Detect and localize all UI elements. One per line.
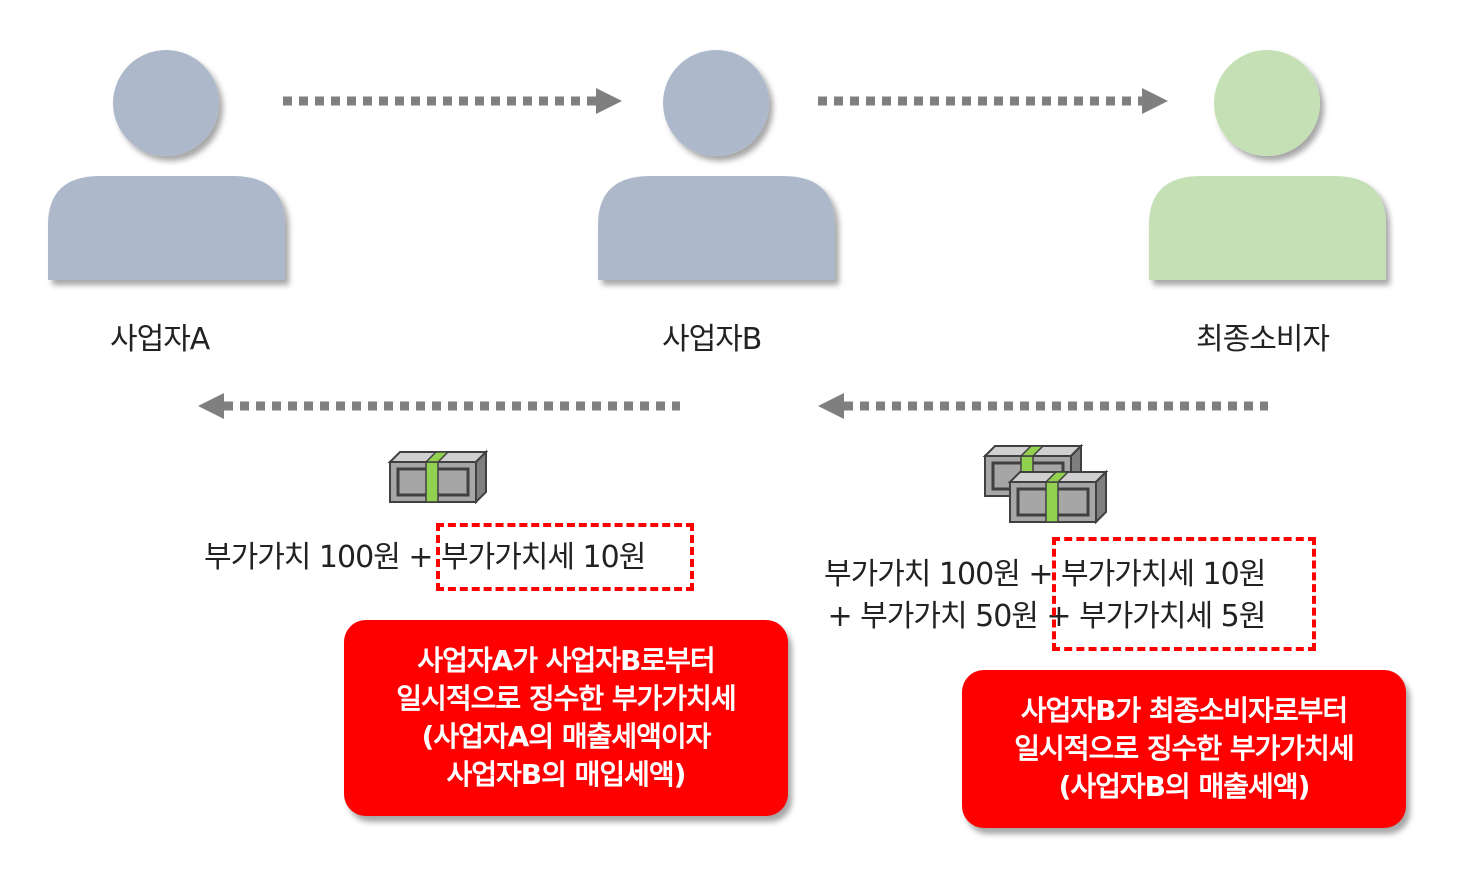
- person-icon: [1149, 50, 1386, 280]
- arrow-left-icon: [818, 393, 1268, 419]
- arrow-right-icon: [283, 88, 622, 114]
- callout-box-b: 사업자B가 최종소비자로부터 일시적으로 징수한 부가가치세 (사업자B의 매출…: [962, 670, 1406, 828]
- callout-line: 사업자B가 최종소비자로부터: [1020, 694, 1348, 727]
- callout-line: 일시적으로 징수한 부가가치세: [396, 682, 736, 715]
- actor-label-business-b: 사업자B: [662, 322, 762, 357]
- payment-text-line: 부가가치 100원 + 부가가치세 10원: [824, 557, 1266, 592]
- payment-text-line: 부가가치 100원 + 부가가치세 10원: [204, 540, 646, 575]
- callout-line: 사업자A가 사업자B로부터: [417, 644, 715, 677]
- payment-text-b: 부가가치 100원 + 부가가치세 10원 + 부가가치 50원 + 부가가치세…: [824, 554, 1267, 638]
- person-icon: [598, 50, 835, 280]
- arrow-right-icon: [818, 88, 1168, 114]
- actor-label-final-consumer: 최종소비자: [1196, 322, 1330, 357]
- payment-text-line: + 부가가치 50원 + 부가가치세 5원: [827, 599, 1267, 634]
- money-bundle-icon: [1007, 469, 1109, 525]
- callout-line: (사업자A의 매출세액이자: [421, 720, 712, 753]
- vat-highlight-box-a: [436, 523, 694, 591]
- vat-highlight-box-b: [1052, 537, 1316, 651]
- actor-label-business-a: 사업자A: [110, 322, 210, 357]
- person-icon: [48, 50, 285, 280]
- callout-line: (사업자B의 매출세액): [1058, 770, 1311, 803]
- payment-text-a: 부가가치 100원 + 부가가치세 10원: [204, 537, 646, 579]
- callout-line: 사업자B의 매입세액): [446, 758, 687, 791]
- callout-box-a: 사업자A가 사업자B로부터 일시적으로 징수한 부가가치세 (사업자A의 매출세…: [344, 620, 788, 816]
- callout-line: 일시적으로 징수한 부가가치세: [1014, 732, 1354, 765]
- money-bundle-icon: [387, 449, 489, 505]
- arrow-left-icon: [198, 393, 680, 419]
